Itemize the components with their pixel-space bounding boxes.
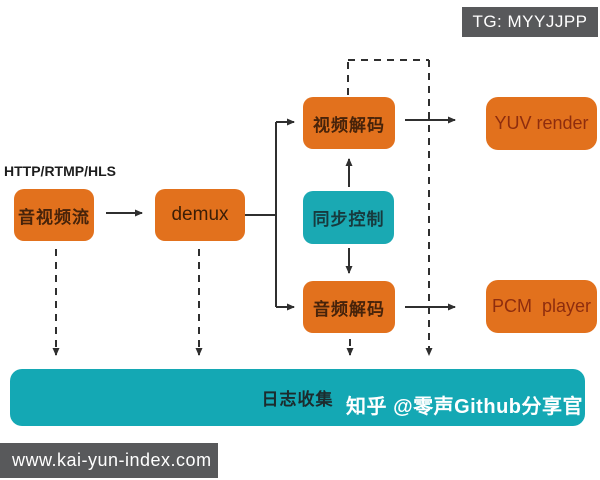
node-yuv-render-label: YUV render (494, 113, 589, 133)
node-av-stream: 音视频流 (14, 189, 94, 241)
node-pcm-player: PCM player (486, 280, 597, 333)
node-sync-control: 同步控制 (303, 191, 394, 244)
footer-url-text: www.kai-yun-index.com (12, 450, 212, 470)
node-video-decode: 视频解码 (303, 97, 395, 149)
node-audio-decode-label: 音频解码 (313, 299, 385, 319)
tg-badge: TG: MYYJJPP (462, 7, 598, 37)
tg-badge-label: TG: MYYJJPP (472, 12, 588, 31)
node-pcm-player-label: PCM player (491, 296, 592, 316)
node-sync-control-label: 同步控制 (312, 210, 385, 229)
zhihu-watermark: 知乎 @零声Github分享官 (346, 396, 583, 418)
node-demux: demux (155, 189, 245, 241)
node-audio-decode: 音频解码 (303, 281, 395, 333)
node-av-stream-label: 音视频流 (18, 207, 90, 227)
node-video-decode-label: 视频解码 (313, 115, 385, 135)
node-yuv-render: YUV render (486, 97, 597, 150)
log-collect-label: 日志收集 (261, 390, 334, 409)
protocol-label: HTTP/RTMP/HLS (4, 163, 116, 179)
log-collect-bar: 日志收集 知乎 @零声Github分享官 (10, 369, 585, 426)
footer-url-badge: www.kai-yun-index.com (0, 443, 218, 478)
node-demux-label: demux (171, 204, 229, 225)
